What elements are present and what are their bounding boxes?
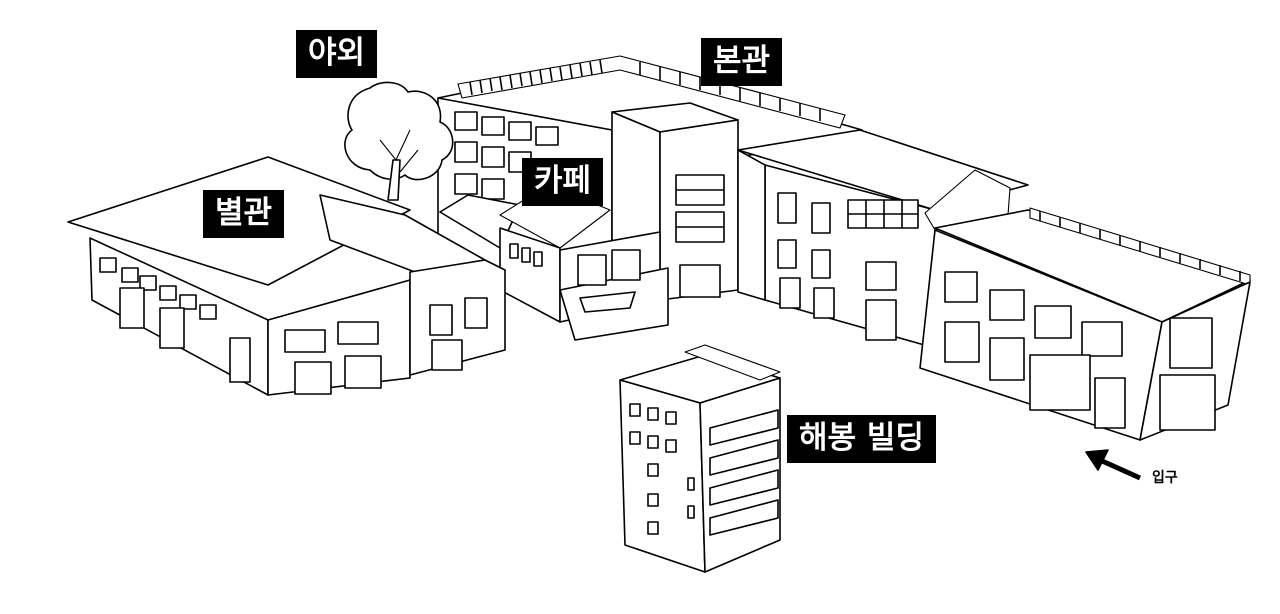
entrance-label: 입구 [1152,470,1178,486]
annex-building [67,156,506,396]
tree-outdoor [344,81,454,201]
entrance-arrow-icon [1085,449,1142,481]
annex-label: 별관 [203,190,285,238]
outdoor-label: 야외 [296,30,378,78]
haebong-building [619,344,781,573]
haebong-building-label: 해봉 빌딩 [787,415,936,463]
main-building-label: 본관 [701,38,783,86]
cafe-label: 카페 [522,158,604,206]
